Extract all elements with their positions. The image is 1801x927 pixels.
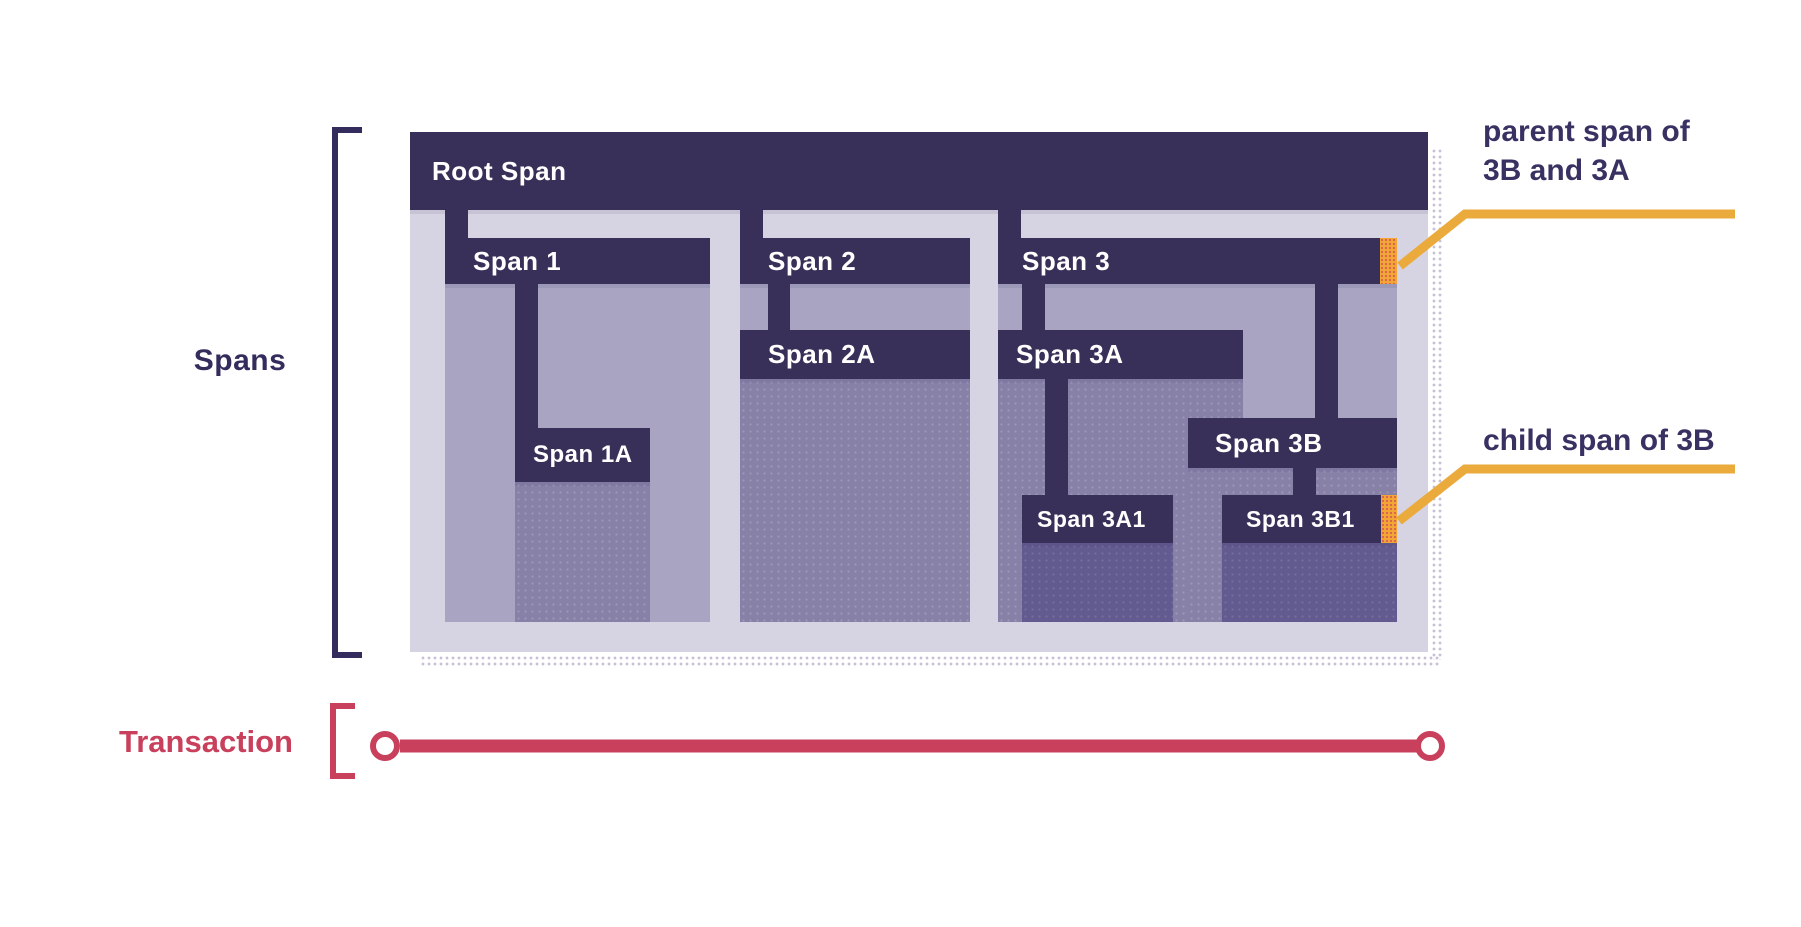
- span-bar-3a: Span 3A: [998, 330, 1243, 379]
- span-bar-1a-label: Span 1A: [533, 441, 633, 468]
- spans-label: Spans: [193, 344, 287, 377]
- span-bar-3b1: Span 3B1: [1222, 495, 1397, 543]
- transaction-bracket: [330, 703, 355, 779]
- span-bar-2: Span 2: [740, 238, 970, 284]
- annotation-parent-line1: parent span of: [1483, 115, 1690, 148]
- connector-root-to-span1: [445, 210, 468, 238]
- container-shadow-bottom: [420, 655, 1440, 666]
- connector-span3-to-span3b: [1315, 284, 1338, 418]
- spans-bracket: [332, 127, 362, 658]
- span-duration-3b1: [1222, 543, 1397, 622]
- span-duration-1a: [515, 482, 650, 622]
- span-bar-3b-label: Span 3B: [1215, 427, 1323, 458]
- callout-line-parent-span: [1397, 209, 1735, 270]
- annotation-parent-line2: 3B and 3A: [1483, 154, 1630, 187]
- span-bar-3a-label: Span 3A: [1016, 339, 1124, 369]
- span-bar-1: Span 1: [445, 238, 710, 284]
- span-bar-3b1-label: Span 3B1: [1246, 505, 1355, 532]
- annotation-child-span: child span of 3B: [1483, 421, 1783, 460]
- span-bar-root: Root Span: [410, 132, 1428, 210]
- callout-line-child-span: [1396, 464, 1735, 525]
- transaction-start-point: [370, 731, 400, 761]
- span-bar-3-label: Span 3: [1022, 245, 1111, 276]
- span-bar-3a1: Span 3A1: [1022, 495, 1173, 543]
- highlight-marker-span3b1: [1381, 495, 1397, 543]
- annotation-parent-span: parent span of 3B and 3A: [1483, 112, 1783, 190]
- connector-span3-to-span3a: [1022, 284, 1045, 330]
- span-bar-2a-label: Span 2A: [768, 339, 876, 369]
- container-shadow-right: [1431, 148, 1442, 660]
- connector-span3b-to-span3b1: [1293, 468, 1316, 495]
- span-bar-1-label: Span 1: [473, 245, 562, 276]
- transaction-end-point: [1415, 731, 1445, 761]
- span-duration-2a: [740, 379, 970, 622]
- connector-root-to-span2: [740, 210, 763, 238]
- connector-span2-to-span2a: [768, 284, 790, 330]
- span-bar-3: Span 3: [998, 238, 1397, 284]
- span-bar-root-label: Root Span: [432, 155, 567, 186]
- span-bar-2a: Span 2A: [740, 330, 970, 379]
- span-bar-3b: Span 3B: [1188, 418, 1397, 468]
- annotation-child-line1: child span of 3B: [1483, 424, 1715, 457]
- span-duration-3a1: [1022, 543, 1173, 622]
- transaction-label: Transaction: [119, 724, 293, 759]
- highlight-marker-span3: [1380, 238, 1397, 284]
- connector-span1-to-span1a: [515, 284, 538, 428]
- span-bar-3a1-label: Span 3A1: [1037, 505, 1146, 532]
- connector-span3a-to-span3a1: [1045, 379, 1068, 495]
- connector-root-to-span3: [998, 210, 1021, 238]
- span-bar-1a: Span 1A: [515, 428, 650, 482]
- span-bar-2-label: Span 2: [768, 245, 857, 276]
